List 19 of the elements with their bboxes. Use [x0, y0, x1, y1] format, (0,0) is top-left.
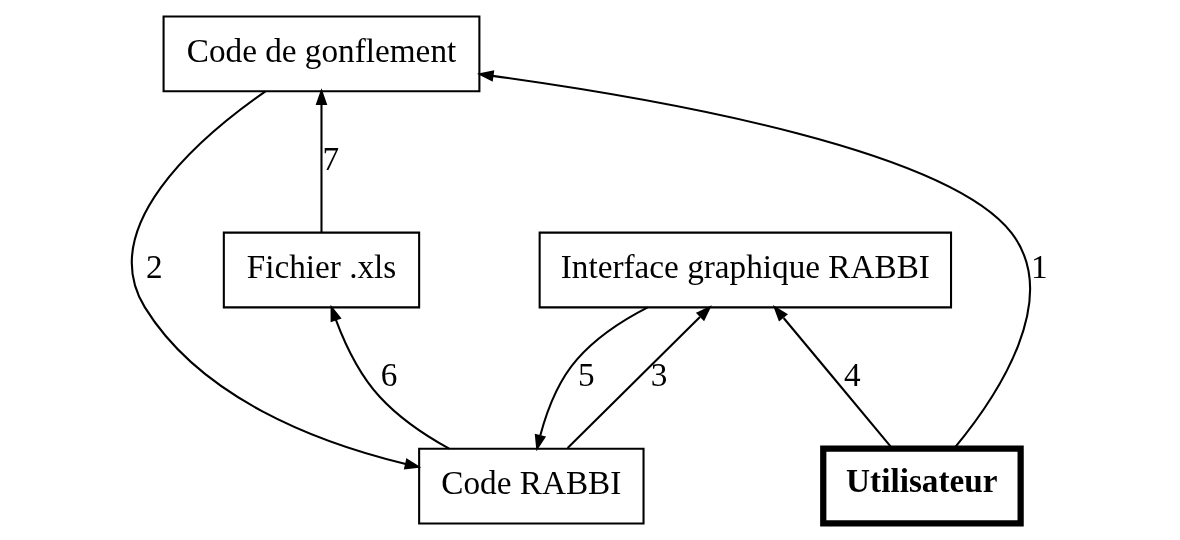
node-box: Code RABBI — [418, 447, 645, 525]
edge-label: 6 — [380, 355, 398, 393]
arrow — [131, 90, 422, 470]
arrow — [772, 305, 893, 449]
node-box: Utilisateur — [820, 445, 1024, 527]
edge-label: 3 — [650, 355, 668, 393]
edge-label: 4 — [844, 355, 861, 393]
edge-label: 5 — [578, 355, 595, 393]
node-box: Code de gonflement — [162, 15, 481, 93]
edge-label: 7 — [322, 139, 340, 177]
arrow — [566, 305, 712, 449]
edge-label: 1 — [1031, 247, 1048, 285]
arrow — [534, 306, 649, 452]
arrow — [330, 304, 450, 450]
arrow — [315, 88, 328, 232]
node-box: Fichier .xls — [222, 231, 421, 309]
edge-label: 2 — [145, 247, 163, 285]
arrow — [477, 70, 1031, 449]
node-box: Interface graphique RABBI — [538, 231, 953, 309]
